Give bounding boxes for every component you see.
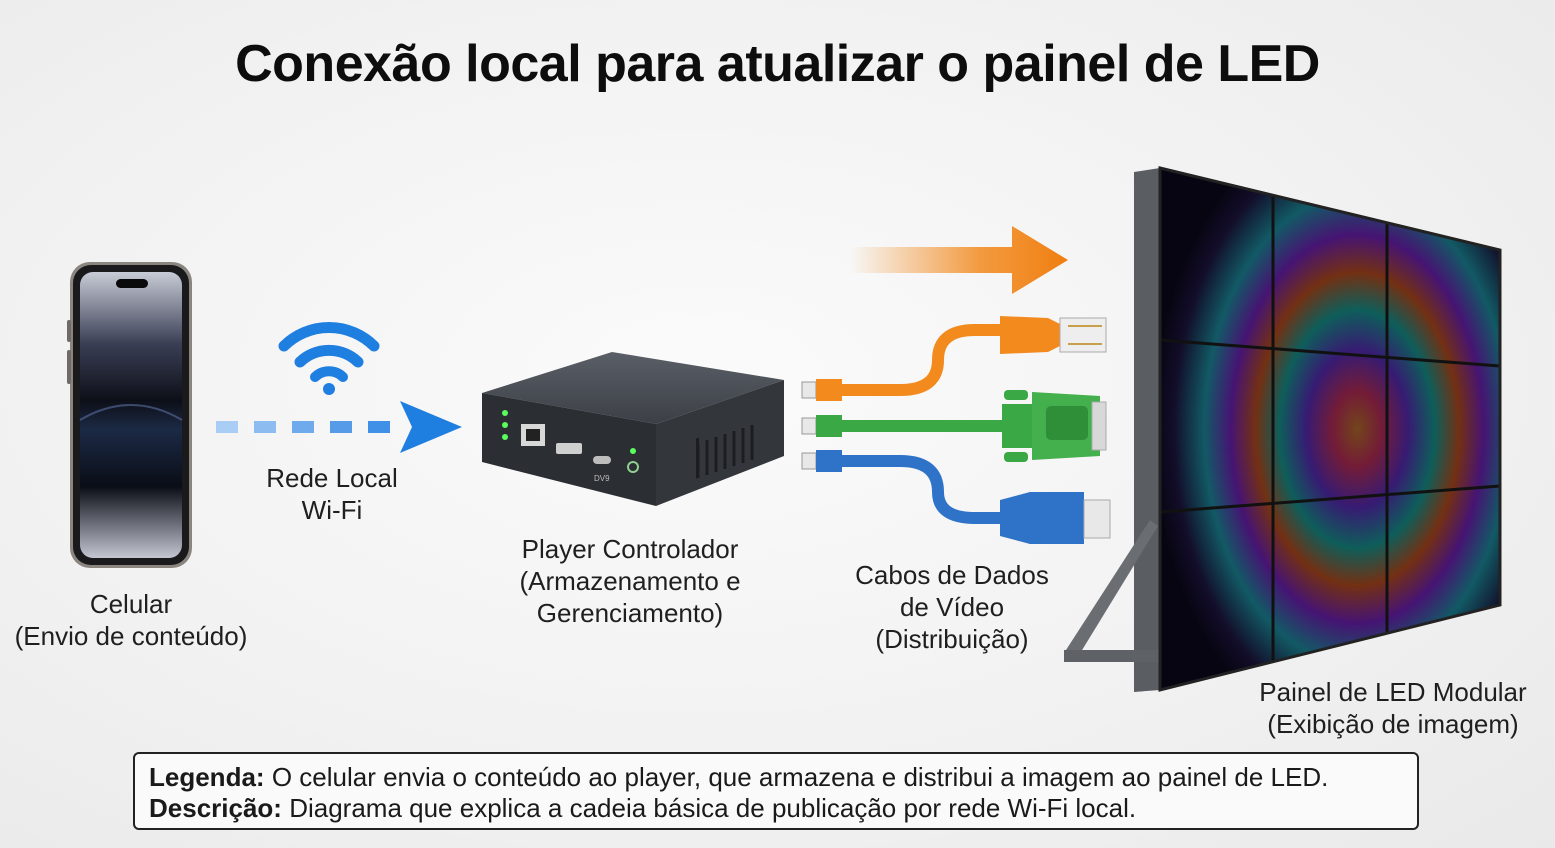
ethernet-cable-icon bbox=[801, 316, 1107, 401]
legend-label: Legenda: bbox=[149, 762, 265, 792]
page-title: Conexão local para atualizar o painel de… bbox=[235, 35, 1320, 93]
cables-label: Cabos de Dados de Vídeo (Distribuição) bbox=[832, 559, 1072, 655]
phone-label-line1: Celular bbox=[89, 589, 173, 619]
led-panel-icon bbox=[1064, 166, 1502, 692]
phone-label-line2: (Envio de conteúdo) bbox=[14, 621, 248, 651]
description-text: Diagrama que explica a cadeia básica de … bbox=[289, 793, 1137, 823]
phone-label: Celular (Envio de conteúdo) bbox=[0, 588, 262, 652]
wifi-label-line1: Rede Local bbox=[266, 463, 398, 493]
orange-arrow-icon bbox=[850, 226, 1068, 294]
wifi-icon bbox=[278, 322, 380, 395]
player-label: Player Controlador (Armazenamento e Gere… bbox=[490, 533, 770, 629]
description-line: Descrição: Diagrama que explica a cadeia… bbox=[149, 793, 1403, 824]
cables-label-line3: (Distribuição) bbox=[875, 624, 1029, 654]
phone-icon bbox=[67, 262, 192, 568]
dvi-cable-icon bbox=[801, 390, 1107, 462]
panel-label: Painel de LED Modular (Exibição de image… bbox=[1240, 676, 1546, 740]
panel-label-line1: Painel de LED Modular bbox=[1259, 677, 1527, 707]
port-label: DV9 bbox=[594, 474, 610, 483]
cables-label-line1: Cabos de Dados bbox=[855, 560, 1049, 590]
legend-box: Legenda: O celular envia o conteúdo ao p… bbox=[133, 752, 1419, 830]
player-label-line1: Player Controlador bbox=[521, 534, 739, 564]
wifi-label: Rede Local Wi-Fi bbox=[232, 462, 432, 526]
description-label: Descrição: bbox=[149, 793, 282, 823]
hdmi-cable-icon bbox=[801, 450, 1111, 544]
panel-label-line2: (Exibição de imagem) bbox=[1267, 709, 1519, 739]
player-device-icon: DV9 bbox=[482, 352, 784, 506]
legend-text: O celular envia o conteúdo ao player, qu… bbox=[271, 762, 1329, 792]
player-label-line2: (Armazenamento e bbox=[519, 566, 741, 596]
player-label-line3: Gerenciamento) bbox=[536, 598, 724, 628]
legend-line: Legenda: O celular envia o conteúdo ao p… bbox=[149, 762, 1403, 793]
wifi-label-line2: Wi-Fi bbox=[301, 495, 363, 525]
dashed-arrow-icon bbox=[216, 401, 462, 453]
cables-label-line2: de Vídeo bbox=[899, 592, 1005, 622]
